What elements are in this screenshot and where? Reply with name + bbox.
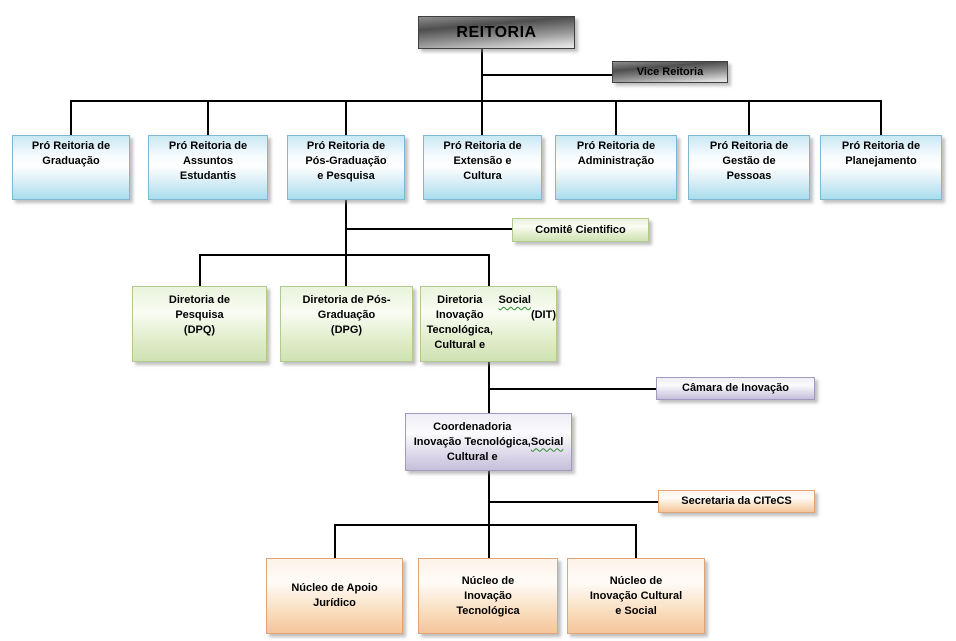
node-nucleo-apoio-juridico: Núcleo de Apoio Jurídico [266, 558, 403, 634]
node-nucleo-inovacao-tecnologica: Núcleo de Inovação Tecnológica [418, 558, 558, 634]
connector-camara [488, 388, 656, 390]
node-pro-reitoria-extensao-cultura: Pró Reitoria de Extensão e Cultura [423, 135, 542, 200]
drop-dit [488, 254, 490, 286]
bus-level-1 [70, 100, 882, 102]
trunk-reitoria [481, 49, 483, 135]
node-pro-reitoria-graduacao: Pró Reitoria de Graduação [12, 135, 130, 200]
node-coordenadoria-citecs: Coordenadoria Inovação Tecnológica, Cult… [405, 413, 572, 471]
drop-administracao [615, 100, 617, 135]
connector-vice-reitoria [481, 74, 613, 76]
node-pro-reitoria-pos-graduacao-pesquisa: Pró Reitoria de Pós-Graduação e Pesquisa [287, 135, 405, 200]
drop-nucleo-juridico [334, 524, 336, 558]
node-secretaria-citecs: Secretaria da CITeCS [658, 490, 815, 513]
node-reitoria: REITORIA [418, 16, 575, 49]
drop-dpq [199, 254, 201, 286]
node-diretoria-pos-graduacao-dpg: Diretoria de Pós- Graduação (DPG) [280, 286, 413, 362]
drop-pos-graduacao [345, 100, 347, 135]
trunk-coordenadoria [488, 471, 490, 558]
connector-secretaria [488, 501, 658, 503]
node-vice-reitoria: Vice Reitoria [612, 61, 728, 83]
node-diretoria-pesquisa-dpq: Diretoria de Pesquisa (DPQ) [132, 286, 267, 362]
drop-planejamento [880, 100, 882, 135]
node-pro-reitoria-assuntos-estudantis: Pró Reitoria de Assuntos Estudantis [148, 135, 268, 200]
bus-level-3 [334, 524, 637, 526]
trunk-dit [488, 362, 490, 413]
trunk-pos-graduacao [345, 200, 347, 286]
drop-nucleo-cultural [635, 524, 637, 558]
bus-level-2 [199, 254, 490, 256]
node-pro-reitoria-planejamento: Pró Reitoria de Planejamento [820, 135, 942, 200]
drop-gestao [748, 100, 750, 135]
node-camara-inovacao: Câmara de Inovação [656, 377, 815, 400]
drop-graduacao [70, 100, 72, 135]
node-diretoria-inovacao-dit: Diretoria Inovação Tecnológica, Cultural… [420, 286, 557, 362]
node-pro-reitoria-gestao-pessoas: Pró Reitoria de Gestão de Pessoas [688, 135, 810, 200]
connector-comite [345, 228, 512, 230]
drop-assuntos [207, 100, 209, 135]
node-comite-cientifico: Comitê Cientifico [512, 218, 649, 242]
node-nucleo-inovacao-cultural-social: Núcleo de Inovação Cultural e Social [567, 558, 705, 634]
node-pro-reitoria-administracao: Pró Reitoria de Administração [555, 135, 677, 200]
